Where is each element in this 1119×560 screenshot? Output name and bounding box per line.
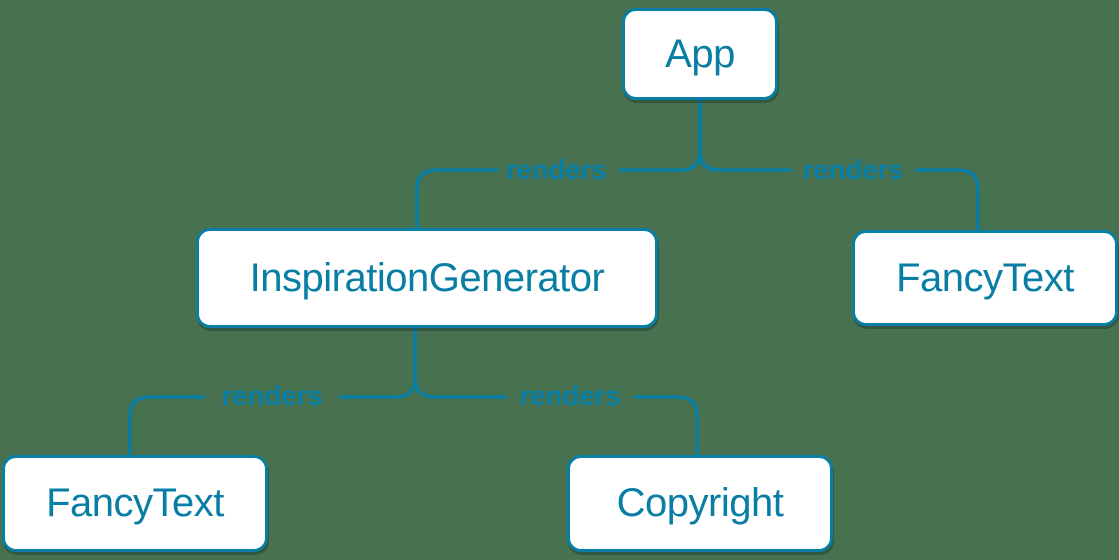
node-copyright: Copyright	[567, 455, 833, 552]
node-fancy-text-bottom: FancyText	[2, 455, 268, 552]
edge-ig-copyright-line-tail	[633, 395, 699, 457]
edge-app-fancytext-line	[698, 98, 792, 172]
edge-ig-fancytext-line	[338, 326, 417, 399]
edge-label-renders: renders	[221, 380, 323, 411]
node-inspiration-generator: InspirationGenerator	[196, 228, 658, 328]
edge-ig-fancytext-line-tail	[128, 395, 205, 457]
node-copyright-label: Copyright	[616, 481, 784, 525]
edge-label-renders: renders	[519, 380, 621, 411]
edge-label-renders: renders	[802, 154, 904, 185]
edge-app-inspirationgenerator-line-tail	[415, 168, 499, 230]
edge-label-renders: renders	[505, 154, 607, 185]
edge-app-inspirationgenerator-line	[618, 98, 702, 172]
node-fancy-text-top: FancyText	[852, 230, 1118, 326]
node-app-label: App	[665, 31, 735, 76]
node-inspiration-generator-label: InspirationGenerator	[249, 255, 605, 300]
node-app: App	[622, 8, 778, 100]
edge-app-fancytext-line-tail	[915, 168, 980, 232]
node-fancy-text-top-label: FancyText	[896, 255, 1074, 300]
edge-ig-copyright-line	[413, 326, 507, 399]
node-fancy-text-bottom-label: FancyText	[46, 481, 224, 525]
